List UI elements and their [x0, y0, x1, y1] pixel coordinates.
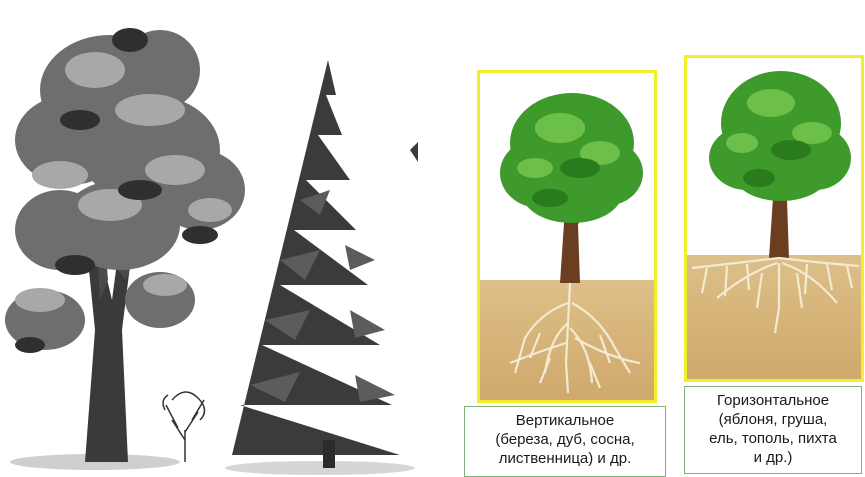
caption-examples: (яблоня, груша,: [685, 410, 861, 429]
partial-tree-edge: [410, 142, 418, 162]
vertical-root-panel: [477, 70, 657, 403]
horizontal-root-caption: Горизонтальное (яблоня, груша, ель, топо…: [684, 386, 862, 474]
caption-examples: (береза, дуб, сосна,: [465, 430, 665, 449]
caption-title: Горизонтальное: [685, 391, 861, 410]
horizontal-roots: [692, 258, 859, 333]
sapling: [163, 392, 204, 462]
vertical-root-caption: Вертикальное (береза, дуб, сосна, листве…: [464, 406, 666, 477]
horizontal-root-panel: [684, 55, 864, 382]
tree-with-vertical-roots: [480, 73, 654, 400]
tap-roots: [510, 283, 640, 393]
caption-examples: и др.): [685, 448, 861, 467]
caption-examples: лиственница) и др.: [465, 449, 665, 468]
caption-examples: ель, тополь, пихта: [685, 429, 861, 448]
spruce-tree: [232, 60, 400, 468]
deciduous-tree: [5, 28, 245, 462]
tree-with-horizontal-roots: [687, 58, 861, 379]
caption-title: Вертикальное: [465, 411, 665, 430]
ground-shadow: [10, 454, 415, 475]
tree-drawing-illustration: [0, 0, 420, 477]
